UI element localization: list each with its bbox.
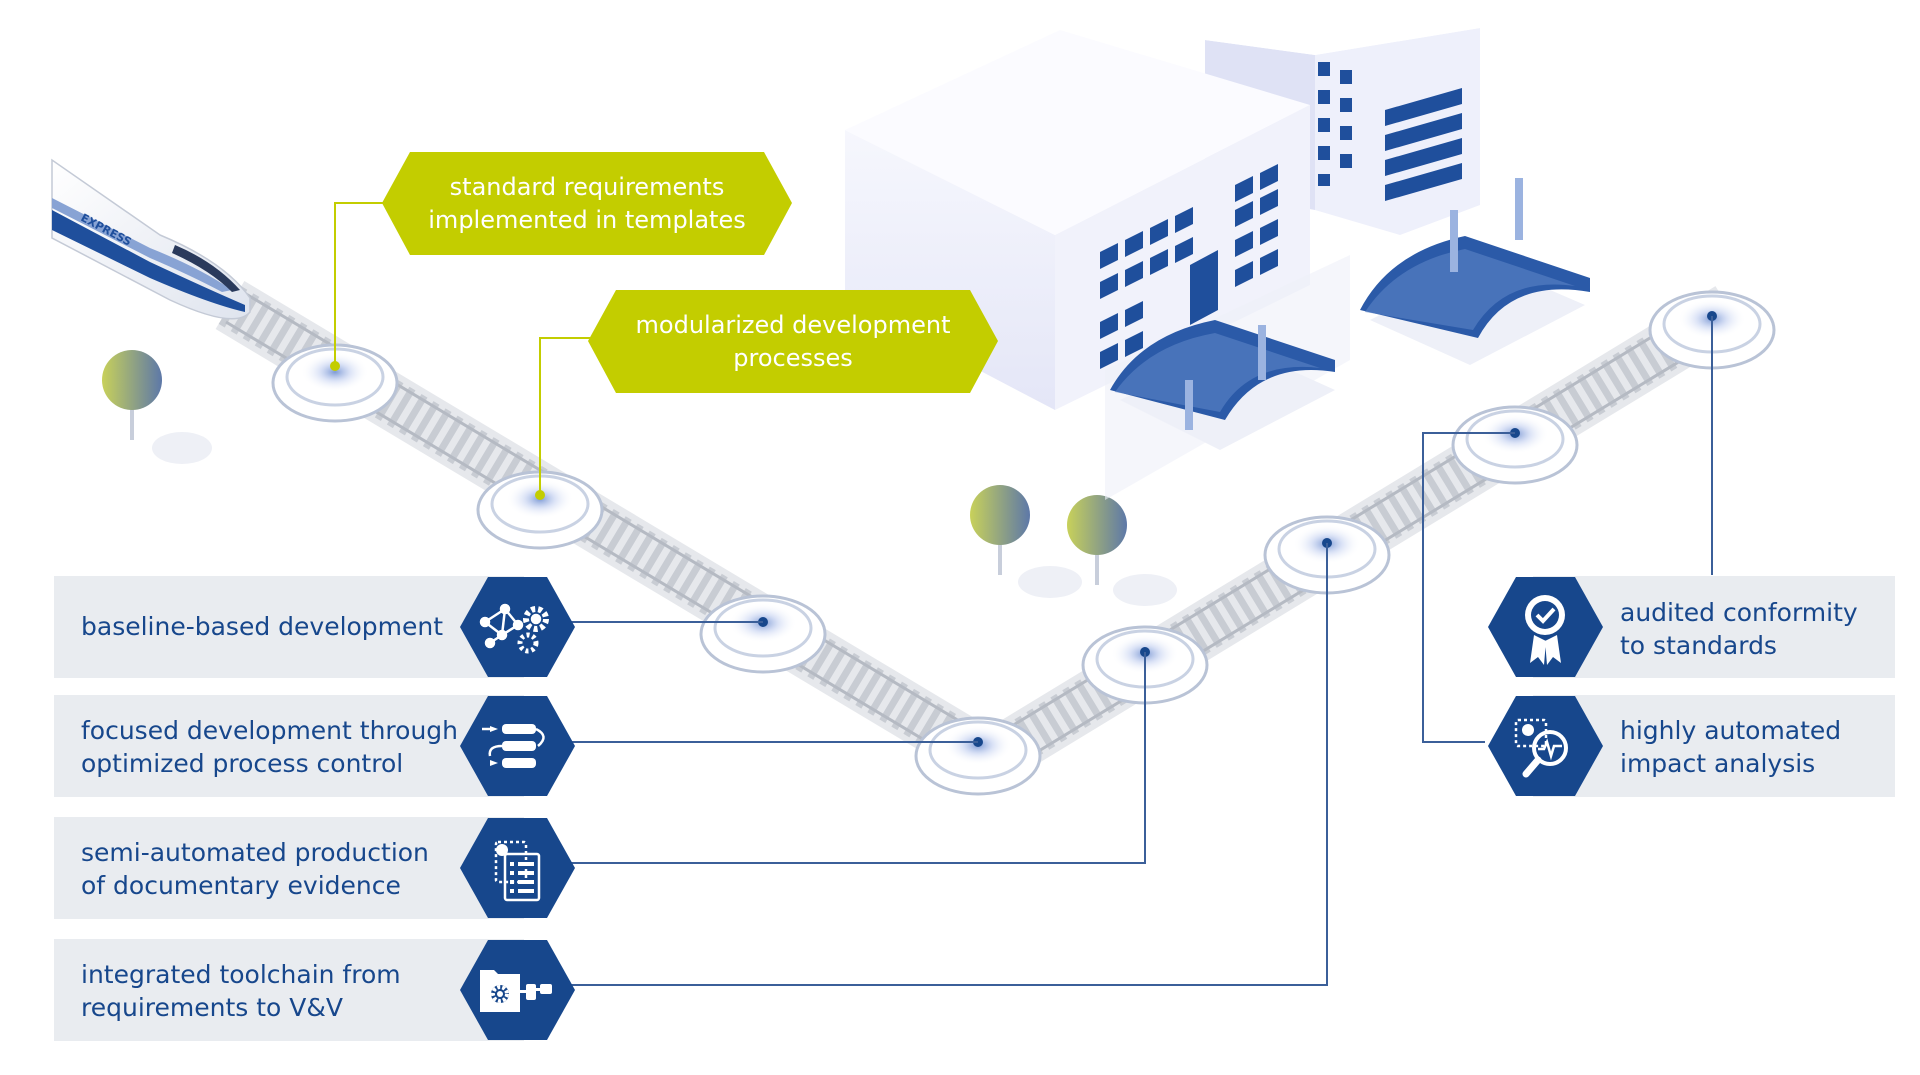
benefit-panel-documentary <box>54 817 524 919</box>
benefit-impact-line2: impact analysis <box>1620 749 1816 778</box>
magnifier-analysis-icon <box>1488 696 1603 796</box>
benefit-process-control-line2: optimized process control <box>81 749 404 778</box>
benefit-toolchain-line2: requirements to V&V <box>81 993 343 1022</box>
callout-1-line1: standard requirements <box>449 172 725 201</box>
callout-2-line1: modularized development <box>635 310 951 339</box>
factory-building <box>845 28 1480 500</box>
benefit-text-process-control: focused development through optimized pr… <box>81 714 458 780</box>
callout-1-line2: implemented in templates <box>428 205 746 234</box>
station-canopy-right <box>1360 178 1590 365</box>
callout-banner-2-shape <box>588 290 998 393</box>
station-canopy-left <box>1110 320 1335 450</box>
benefit-text-baseline: baseline-based development <box>81 610 443 643</box>
connector-impact <box>1422 432 1515 743</box>
callout-standard-requirements: standard requirements implemented in tem… <box>382 152 792 255</box>
benefit-conformity-line1: audited conformity <box>1620 598 1858 627</box>
connector-toolchain <box>570 543 1328 986</box>
benefit-text-toolchain: integrated toolchain from requirements t… <box>81 958 401 1024</box>
process-flow-icon <box>460 696 575 796</box>
benefit-connectors <box>570 316 1713 986</box>
benefit-documentary-line1: semi-automated production <box>81 838 429 867</box>
benefit-panel-process-control <box>54 695 524 797</box>
benefit-text-impact: highly automated impact analysis <box>1620 714 1841 780</box>
award-badge-icon <box>1488 577 1603 677</box>
callout-connectors <box>334 202 590 495</box>
tree-middle-1 <box>970 485 1082 598</box>
benefit-baseline-line1: baseline-based development <box>81 612 444 641</box>
milestone-3 <box>699 594 827 674</box>
benefit-text-documentary: semi-automated production of documentary… <box>81 836 429 902</box>
milestone-7 <box>1451 405 1579 485</box>
benefit-impact-line1: highly automated <box>1620 716 1842 745</box>
milestone-4 <box>914 716 1042 796</box>
express-train: EXPRESS <box>51 158 251 320</box>
tree-left <box>102 350 212 464</box>
milestone-2 <box>476 470 604 550</box>
document-gear-icon <box>460 818 575 918</box>
tree-middle-2 <box>1067 495 1177 606</box>
benefit-process-control-line1: focused development through <box>81 716 459 745</box>
benefit-documentary-line2: of documentary evidence <box>81 871 401 900</box>
connector-callout-1 <box>334 202 390 366</box>
benefit-panel-baseline <box>54 576 524 678</box>
benefit-toolchain-line1: integrated toolchain from <box>81 960 401 989</box>
network-gears-icon <box>460 577 575 677</box>
benefit-text-conformity: audited conformity to standards <box>1620 596 1858 662</box>
connector-documentary <box>570 652 1146 864</box>
connector-callout-2 <box>539 337 590 495</box>
folder-gear-connector-icon <box>460 940 575 1040</box>
callout-banner-1-shape <box>382 152 792 255</box>
callout-modularized-processes: modularized development processes <box>588 290 998 393</box>
benefit-panel-toolchain <box>54 939 524 1041</box>
benefit-conformity-line2: to standards <box>1620 631 1777 660</box>
callout-2-line2: processes <box>733 343 853 372</box>
